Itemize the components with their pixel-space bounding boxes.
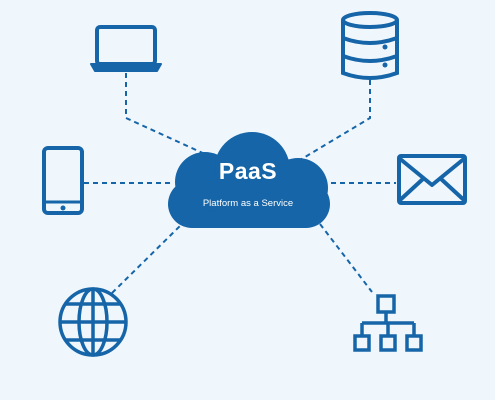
hierarchy-network-icon — [353, 294, 423, 352]
connector-web — [111, 223, 183, 294]
laptop-icon — [90, 25, 162, 72]
envelope-icon — [397, 154, 467, 205]
connector-database — [299, 80, 371, 161]
smartphone-icon — [42, 146, 84, 215]
connectors — [84, 73, 396, 294]
database-icon — [341, 11, 399, 80]
cloud-title: PaaS — [218, 158, 278, 184]
cloud-shape — [168, 132, 330, 228]
cloud-subtitle: Platform as a Service — [202, 198, 294, 209]
connector-network — [319, 223, 373, 293]
globe-icon — [58, 287, 128, 357]
connector-laptop — [125, 73, 219, 161]
